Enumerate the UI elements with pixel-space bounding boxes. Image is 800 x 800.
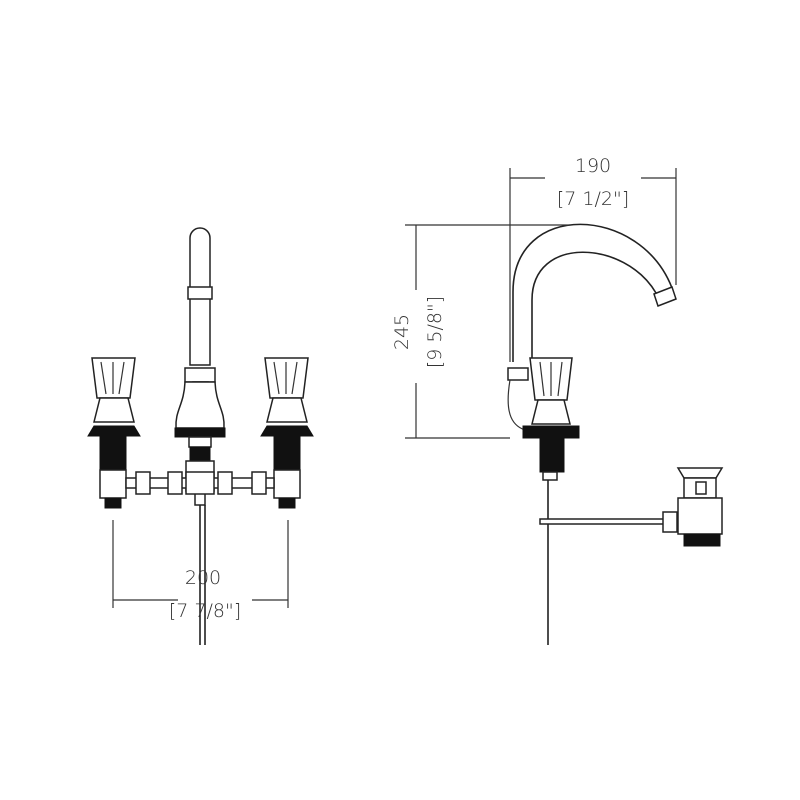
front-view: 200 [7 7/8"]	[87, 227, 314, 645]
height-mm-label: 245	[391, 314, 413, 350]
side-view: 190 [7 1/2"] 245 [9 5/8"]	[391, 155, 724, 645]
front-connector-pipes	[125, 471, 275, 495]
side-handle	[522, 357, 580, 481]
width-dimension: 200 [7 7/8"]	[112, 520, 289, 622]
side-spout	[507, 223, 677, 431]
width-mm-label: 200	[185, 567, 221, 589]
front-left-handle	[87, 357, 141, 509]
width-inch-label: [7 7/8"]	[169, 600, 241, 622]
front-right-handle	[260, 357, 314, 509]
drain-assembly	[662, 467, 724, 547]
height-inch-label: [9 5/8"]	[424, 296, 446, 368]
pop-up-rod	[539, 518, 671, 525]
height-dimension: 245 [9 5/8"]	[391, 224, 570, 439]
reach-inch-label: [7 1/2"]	[557, 188, 629, 210]
front-spout	[174, 227, 226, 506]
reach-dimension: 190 [7 1/2"]	[509, 155, 677, 362]
reach-mm-label: 190	[575, 155, 611, 177]
